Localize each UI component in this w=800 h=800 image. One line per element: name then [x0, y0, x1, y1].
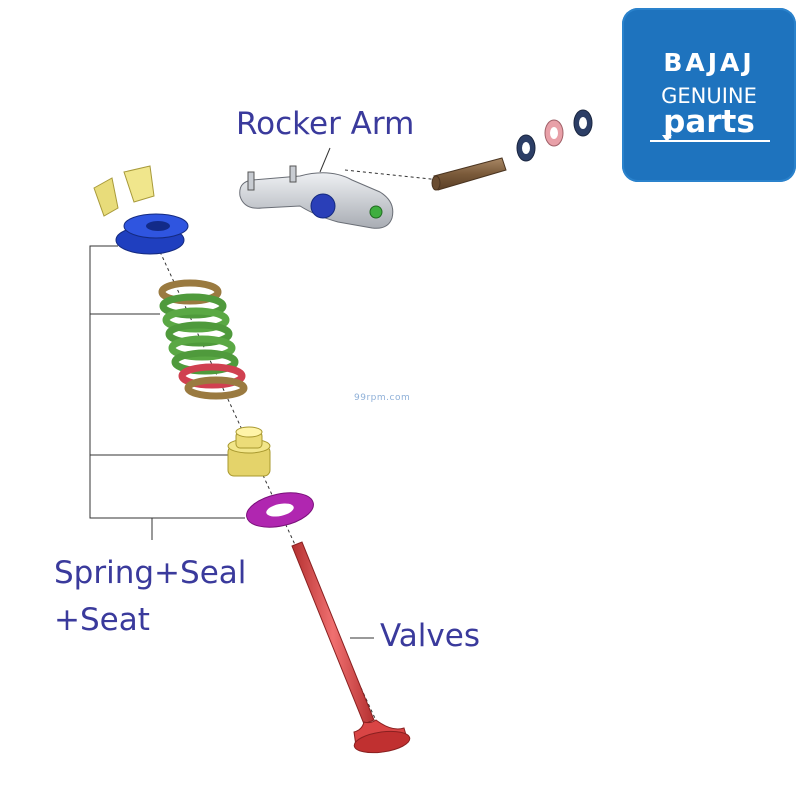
rocker-axis-dashed — [344, 169, 441, 181]
rocker-shaft-pin — [431, 157, 507, 191]
intake-valve — [291, 541, 411, 754]
valve-stem-seal — [227, 426, 271, 477]
spring-seal-label-line2: +Seat — [54, 602, 150, 638]
logo-genuine: GENUINE — [661, 84, 757, 108]
spring-retainer — [115, 213, 189, 255]
logo-parts: parts — [663, 104, 755, 140]
rocker-arm — [239, 165, 394, 229]
rocker-arm-leader — [319, 147, 331, 173]
logo-brand: BAJAJ — [663, 48, 755, 77]
bajaj-genuine-parts-logo: BAJAJ GENUINE parts — [622, 8, 796, 182]
watermark-text: 99rpm.com — [354, 393, 411, 403]
rocker-arm-label: Rocker Arm — [236, 106, 415, 142]
logo-arrow-icon — [662, 135, 672, 142]
valves-label: Valves — [380, 618, 480, 654]
spring-seal-label-line1: Spring+Seal — [54, 555, 247, 591]
logo-underline — [650, 140, 770, 142]
valve-cotters — [93, 165, 155, 217]
rocker-washers — [516, 109, 593, 162]
spring-seat — [246, 492, 314, 528]
valve-spring — [158, 279, 248, 400]
spring-seal-seat-label: Spring+Seal +Seat — [54, 550, 246, 644]
spring-group-bracket — [89, 245, 245, 540]
